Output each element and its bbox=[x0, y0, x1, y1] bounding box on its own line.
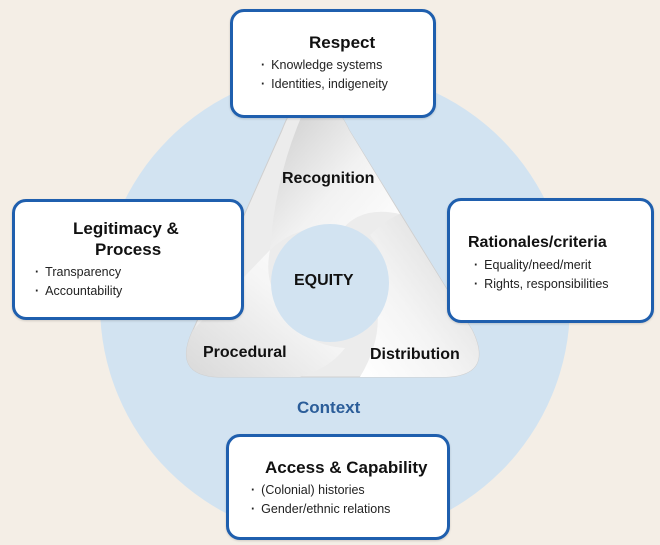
access-list: (Colonial) histories Gender/ethnic relat… bbox=[251, 481, 447, 519]
procedural-label: Procedural bbox=[203, 344, 287, 361]
rationales-list: Equality/need/merit Rights, responsibili… bbox=[468, 256, 651, 294]
respect-title: Respect bbox=[309, 33, 376, 52]
rationales-box: Rationales/criteria Equality/need/merit … bbox=[447, 198, 654, 323]
legitimacy-title-line1: Legitimacy & bbox=[73, 219, 179, 238]
legitimacy-box: Legitimacy & Process Transparency Accoun… bbox=[12, 199, 244, 320]
respect-box: Respect Knowledge systems Identities, in… bbox=[230, 9, 436, 118]
access-title: Access & Capability bbox=[265, 458, 428, 477]
distribution-label: Distribution bbox=[370, 346, 460, 363]
swirl-top bbox=[270, 98, 400, 250]
swirl-right bbox=[360, 214, 479, 377]
list-item: Rights, responsibilities bbox=[474, 275, 651, 294]
list-item: (Colonial) histories bbox=[251, 481, 447, 500]
equity-label: EQUITY bbox=[294, 272, 354, 289]
recognition-label: Recognition bbox=[282, 170, 375, 187]
respect-list: Knowledge systems Identities, indigeneit… bbox=[261, 56, 433, 94]
legitimacy-list: Transparency Accountability bbox=[35, 263, 241, 301]
swirl-left bbox=[186, 250, 345, 377]
list-item: Accountability bbox=[35, 282, 241, 301]
list-item: Identities, indigeneity bbox=[261, 75, 433, 94]
context-label: Context bbox=[297, 398, 361, 417]
rationales-title: Rationales/criteria bbox=[468, 234, 607, 251]
list-item: Transparency bbox=[35, 263, 241, 282]
list-item: Gender/ethnic relations bbox=[251, 500, 447, 519]
equity-circle bbox=[271, 224, 389, 342]
list-item: Knowledge systems bbox=[261, 56, 433, 75]
legitimacy-title-line2: Process bbox=[95, 240, 162, 259]
access-box: Access & Capability (Colonial) histories… bbox=[226, 434, 450, 540]
list-item: Equality/need/merit bbox=[474, 256, 651, 275]
